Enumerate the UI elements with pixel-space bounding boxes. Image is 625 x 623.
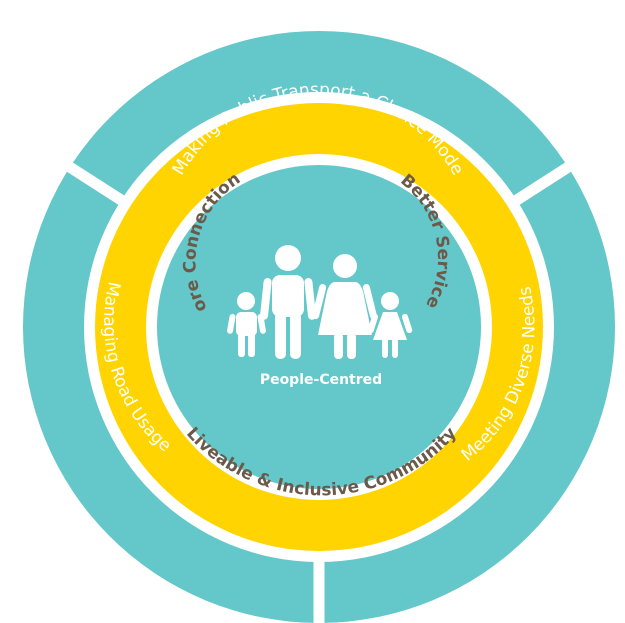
boy-figure-icon [227,292,266,357]
woman-figure-icon [312,254,377,359]
girl-figure-icon [367,292,413,358]
center-circle [157,165,481,489]
family-icon [227,245,413,359]
man-figure-icon [260,245,316,359]
center-label: People-Centred [260,372,382,388]
